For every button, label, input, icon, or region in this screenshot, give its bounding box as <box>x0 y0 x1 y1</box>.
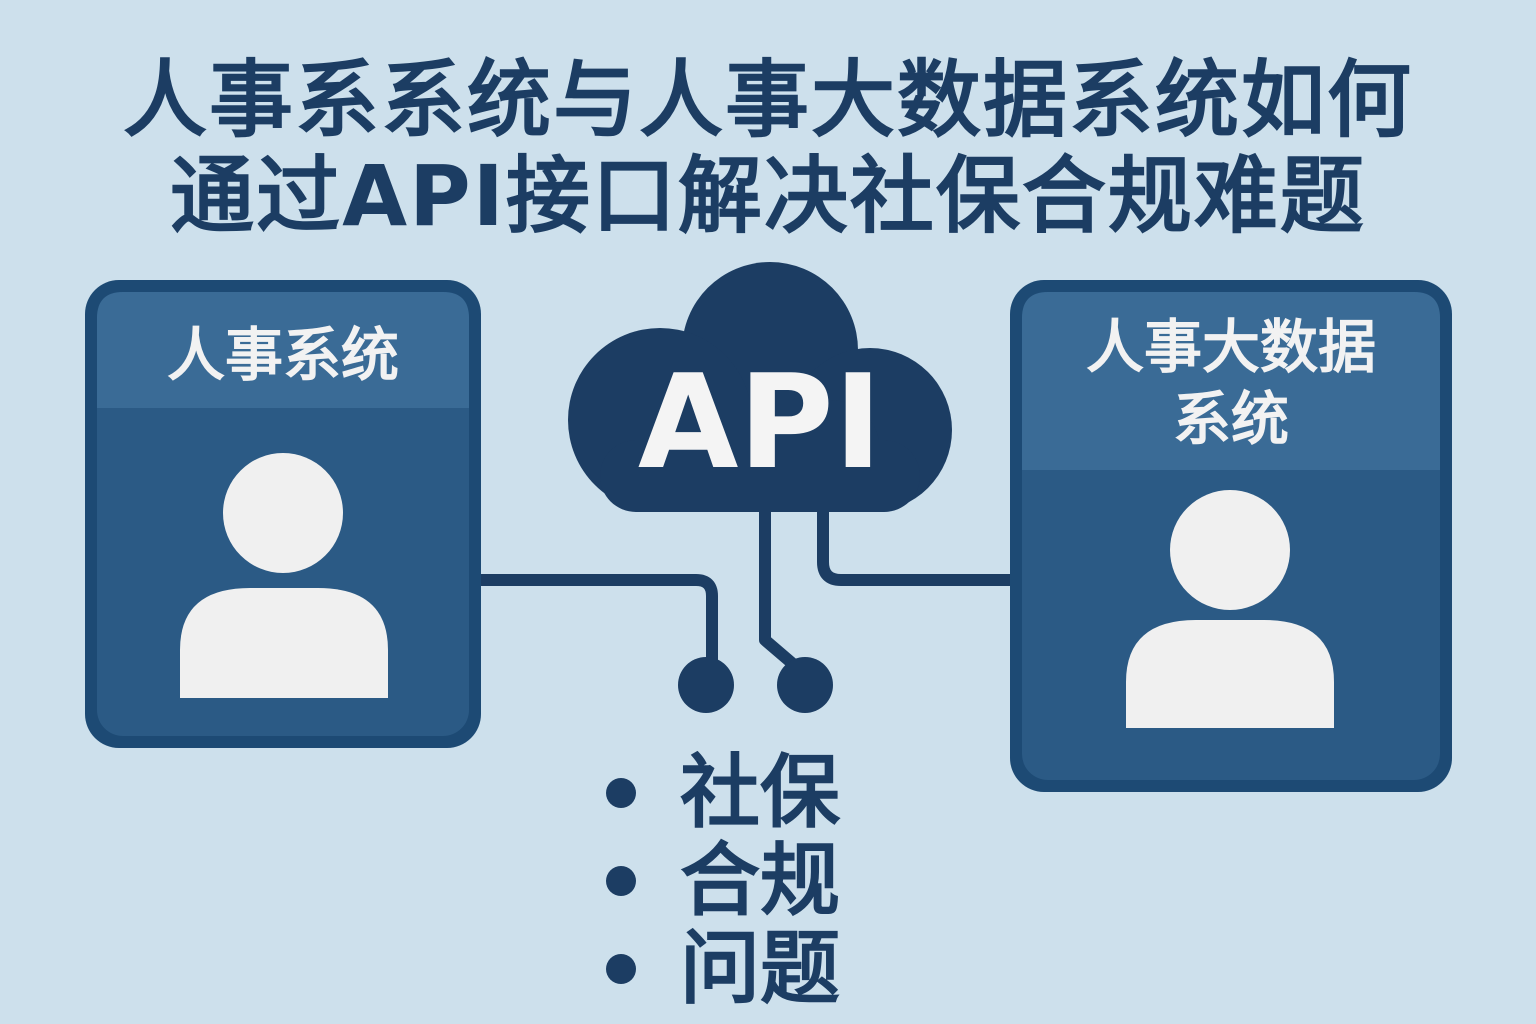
bullet-item: 社保 <box>606 748 840 838</box>
title-line-2: 通过API接口解决社保合规难题 <box>170 147 1366 245</box>
user-icon <box>1126 490 1334 728</box>
title-line-1: 人事系系统与人事大数据系统如何 <box>122 51 1413 149</box>
connector-right <box>817 500 1012 586</box>
bullet-item: 合规 <box>606 836 840 926</box>
connector-left <box>480 574 718 660</box>
connector-node-1 <box>678 657 734 713</box>
api-label: API <box>637 346 883 498</box>
connector-center <box>759 500 804 675</box>
left-system-box <box>85 280 481 748</box>
bullet-dot-icon <box>606 954 636 984</box>
connector-node-2 <box>777 657 833 713</box>
cloud-icon <box>568 262 952 512</box>
bullet-dot-icon <box>606 866 636 896</box>
bullet-dot-icon <box>606 778 636 808</box>
bullet-text: 问题 <box>680 922 840 1015</box>
user-icon <box>180 453 388 698</box>
right-system-box <box>1010 280 1452 792</box>
left-box-label: 人事系统 <box>166 321 399 389</box>
bullet-item: 问题 <box>606 924 840 1014</box>
bullet-text: 社保 <box>680 746 840 839</box>
bullet-text: 合规 <box>680 834 840 927</box>
right-box-label-line-1: 人事大数据 <box>1085 313 1376 381</box>
right-box-label-line-2: 系统 <box>1172 385 1289 453</box>
